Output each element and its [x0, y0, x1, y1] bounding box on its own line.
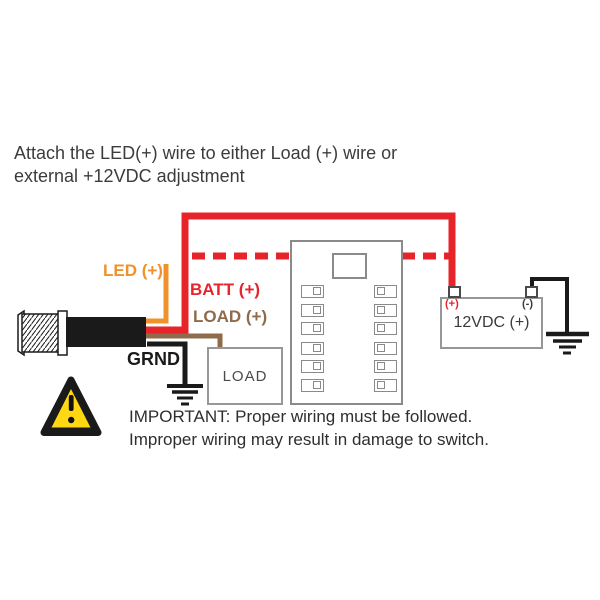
fuse-contact: [313, 324, 321, 332]
battery-positive-label: (+): [445, 298, 459, 310]
fuse-contact: [377, 362, 385, 370]
ground-symbol-right: [546, 331, 589, 355]
fuse-contact: [377, 324, 385, 332]
fuse-contact: [313, 306, 321, 314]
fuse-slot: [374, 285, 397, 298]
battery-label: 12VDC (+): [453, 314, 530, 331]
led-positive-wire: [146, 264, 169, 324]
warning-line2: Improper wiring may result in damage to …: [129, 430, 489, 449]
switch-collar: [57, 310, 68, 356]
fuse-contact: [313, 287, 321, 295]
load-box: LOAD: [207, 347, 283, 405]
switch-body: [66, 317, 146, 347]
fuse-contact: [313, 381, 321, 389]
warning-line1: IMPORTANT: Proper wiring must be followe…: [129, 407, 473, 426]
ground-symbol-left: [167, 384, 203, 406]
fuse-contact: [377, 306, 385, 314]
battery-negative-wire: [530, 277, 569, 333]
fuse-slot: [374, 379, 397, 392]
battery-negative-terminal: [525, 286, 538, 298]
battery-negative-label: (-): [522, 298, 533, 310]
fuse-contact: [313, 344, 321, 352]
fuse-slot: [301, 322, 324, 335]
fuse-slot: [374, 342, 397, 355]
switch-icon: [17, 309, 146, 357]
load-wire-label: LOAD (+): [193, 307, 268, 326]
battery: 12VDC (+): [440, 297, 543, 349]
load-box-label: LOAD: [222, 367, 268, 385]
ground-wire-label: GRND: [127, 349, 180, 369]
exclamation-icon: [68, 395, 75, 424]
fuse-slot: [301, 379, 324, 392]
ground-wire: [147, 341, 188, 385]
batt-positive-wire: [146, 212, 456, 334]
fuse-panel: [290, 240, 403, 405]
fuse-contact: [377, 287, 385, 295]
fuse-slot: [301, 342, 324, 355]
fuse-slot: [374, 304, 397, 317]
instruction-line2: external +12VDC adjustment: [14, 166, 245, 186]
instruction-text: Attach the LED(+) wire to either Load (+…: [14, 142, 397, 188]
fuse-slot: [301, 360, 324, 373]
fuse-contact: [377, 344, 385, 352]
fuse-slot: [374, 360, 397, 373]
fuse-panel-connector: [332, 253, 367, 279]
instruction-line1: Attach the LED(+) wire to either Load (+…: [14, 143, 398, 163]
batt-wire-label: BATT (+): [190, 280, 261, 299]
fuse-slot: [301, 285, 324, 298]
fuse-contact: [313, 362, 321, 370]
fuse-slot: [374, 322, 397, 335]
load-positive-wire: [146, 333, 223, 350]
warning-text: IMPORTANT: Proper wiring must be followe…: [129, 405, 489, 451]
warning-triangle-icon: [40, 376, 102, 436]
fuse-contact: [377, 381, 385, 389]
fuse-slot: [301, 304, 324, 317]
battery-positive-terminal: [448, 286, 461, 298]
led-wire-label: LED (+): [103, 261, 163, 280]
